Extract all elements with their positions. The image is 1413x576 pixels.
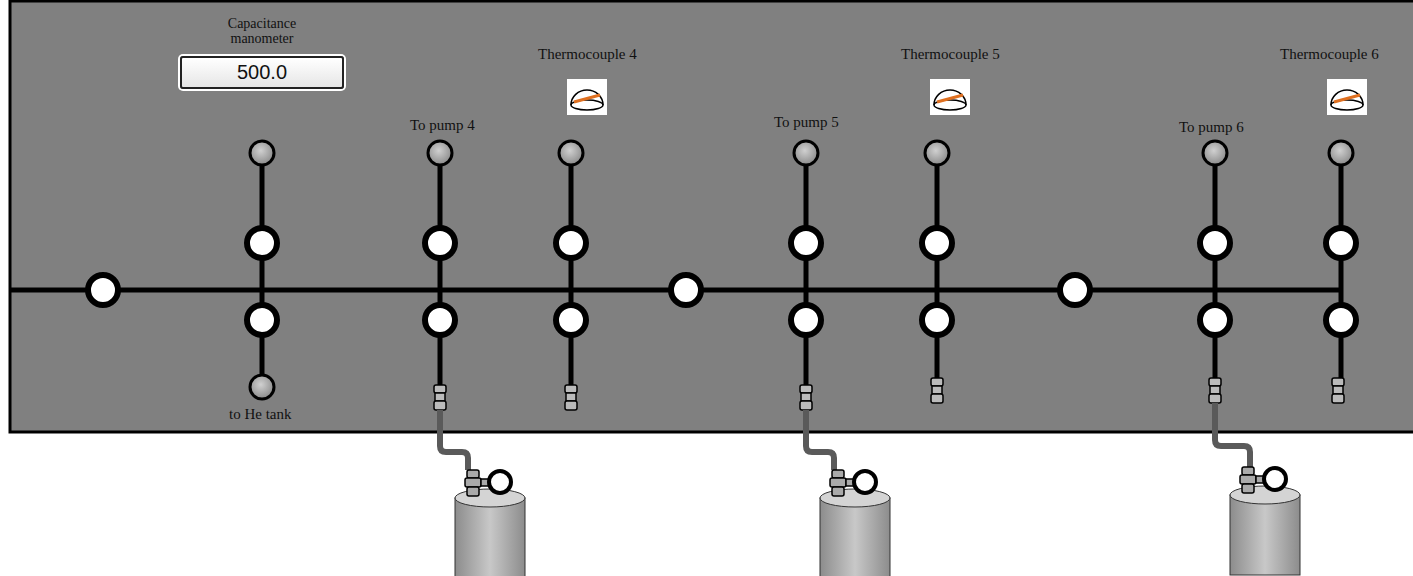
- gauge-label: Thermocouple 4: [538, 46, 637, 63]
- port-label: to He tank: [229, 406, 291, 423]
- port-label: To pump 4: [410, 117, 475, 134]
- instrument-label: Capacitance manometer: [217, 16, 307, 47]
- gauge-label: Thermocouple 6: [1280, 46, 1379, 63]
- manometer-display: Capacitance manometer 500.0: [178, 16, 346, 89]
- readout-value: 500.0: [180, 56, 344, 89]
- port-label: To pump 6: [1179, 119, 1244, 136]
- port-label: To pump 5: [774, 114, 839, 131]
- gauge-label: Thermocouple 5: [901, 46, 1000, 63]
